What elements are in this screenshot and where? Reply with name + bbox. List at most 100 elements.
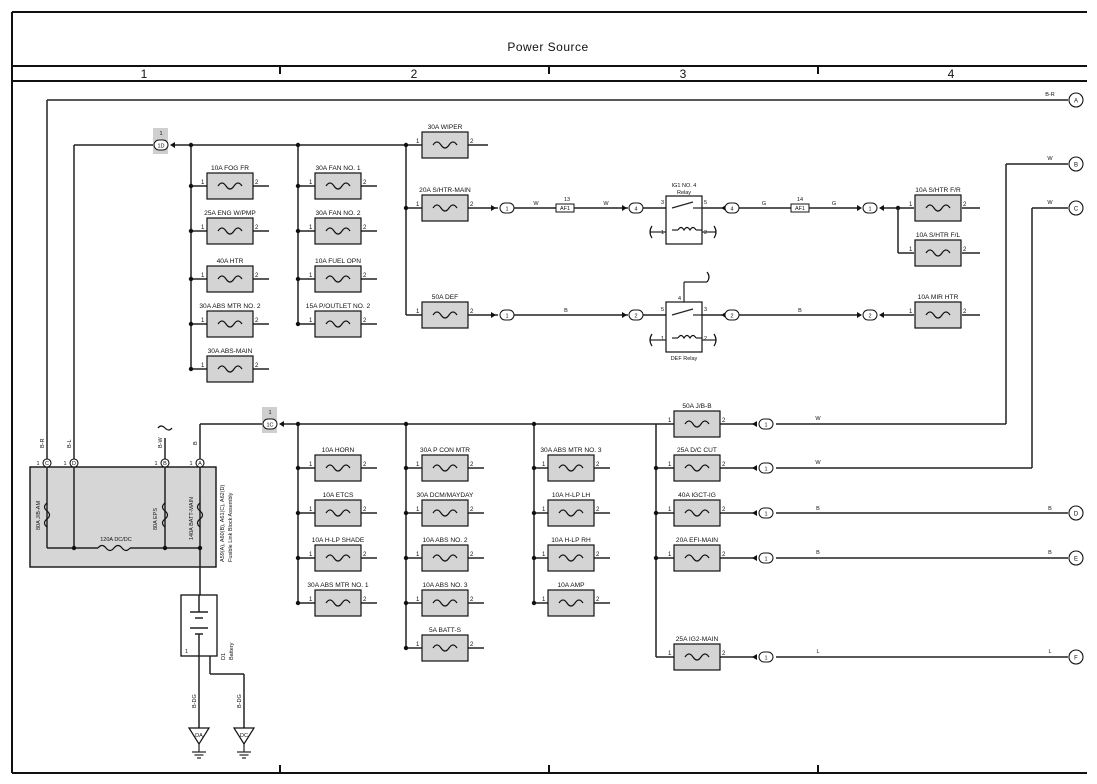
assembly-label-line2: Fusible Link Block Assembly [228, 492, 234, 562]
fuse-icon [558, 554, 584, 562]
shtr-circuit: 1 W AF1 13 W 4 3 5 1 2 IG1 NO. 4 Relay 4… [491, 183, 980, 254]
svg-text:2: 2 [704, 230, 707, 236]
fuse-icon [432, 464, 458, 472]
fuse-icon [684, 464, 710, 472]
svg-text:1: 1 [661, 336, 664, 342]
wire-color-w-dccut: W [815, 460, 821, 466]
fuse-label: 30A P CON MTR [420, 447, 470, 454]
fusible-link-wiring [46, 99, 1068, 595]
svg-text:2: 2 [470, 202, 474, 208]
fuse-label: 50A DEF [432, 294, 458, 301]
svg-text:1: 1 [542, 462, 546, 468]
svg-text:1: 1 [268, 410, 271, 416]
svg-text:2: 2 [255, 180, 259, 186]
fuse-fog-fr: 1 2 10A FOG FR [188, 165, 269, 200]
svg-text:1: 1 [909, 247, 913, 253]
fuse-icon [325, 275, 351, 283]
svg-text:B: B [798, 308, 802, 314]
svg-text:2: 2 [868, 314, 871, 320]
svg-text:1: 1 [764, 557, 767, 563]
svg-text:G: G [762, 201, 766, 207]
svg-text:1: 1 [668, 462, 672, 468]
wire-color-br-top: B-R [1045, 92, 1055, 98]
svg-text:1: 1 [416, 139, 420, 145]
svg-text:2: 2 [722, 507, 726, 513]
svg-text:2: 2 [470, 139, 474, 145]
svg-text:2: 2 [255, 318, 259, 324]
svg-text:2: 2 [255, 363, 259, 369]
fuse-icon [558, 599, 584, 607]
fuse-label: 30A ABS MTR NO. 3 [540, 447, 602, 454]
svg-text:1: 1 [668, 552, 672, 558]
svg-text:2: 2 [470, 309, 474, 315]
svg-text:2: 2 [470, 552, 474, 558]
fuse-label: 40A IGCT-IG [678, 492, 716, 499]
svg-text:2: 2 [963, 309, 967, 315]
svg-text:2: 2 [704, 336, 707, 342]
svg-text:1: 1 [63, 461, 66, 467]
fuse-icon [684, 653, 710, 661]
svg-text:B: B [163, 461, 167, 467]
ground-dc-icon [232, 727, 256, 759]
svg-text:2: 2 [363, 318, 367, 324]
column-label-4: 4 [948, 67, 955, 81]
dcdc-label: 120A DC/DC [100, 537, 132, 543]
fuse-label: 10A HORN [322, 447, 355, 454]
fuse-label: 30A ABS MTR NO. 1 [307, 582, 369, 589]
svg-text:AF1: AF1 [560, 206, 570, 212]
fusible-link-block [29, 466, 217, 568]
open-wire-icon [157, 425, 173, 431]
svg-text:1: 1 [416, 462, 420, 468]
wire-color-l-ig2-right: L [1048, 649, 1051, 655]
fuse-label: 10A AMP [557, 582, 585, 589]
fuse-label: 10A FOG FR [211, 165, 249, 172]
connector-1c [262, 418, 278, 430]
svg-text:1: 1 [309, 462, 313, 468]
svg-text:2: 2 [363, 273, 367, 279]
ground-da-label: DA [195, 733, 203, 739]
svg-text:1: 1 [416, 507, 420, 513]
wire-color-w-jbb: W [815, 416, 821, 422]
terminal-e: E [1074, 557, 1078, 563]
svg-text:5: 5 [661, 307, 664, 313]
svg-text:1: 1 [668, 651, 672, 657]
svg-text:1: 1 [201, 180, 205, 186]
svg-text:2: 2 [634, 314, 637, 320]
fuse-label: 40A HTR [217, 258, 244, 265]
svg-text:A: A [198, 461, 202, 467]
fuse-icon [684, 420, 710, 428]
svg-text:1: 1 [542, 552, 546, 558]
fuse-label: 10A ABS NO. 3 [422, 582, 467, 589]
fuse-label: 10A ETCS [323, 492, 354, 499]
upper-bus-wiring [175, 144, 498, 369]
def-circuit: 1 B 2 5 3 4 1 2 DEF Relay 2 B 2 [491, 271, 980, 362]
svg-text:1D: 1D [157, 144, 164, 150]
svg-text:1: 1 [764, 423, 767, 429]
svg-text:2: 2 [470, 507, 474, 513]
fuse-label: 5A BATT-S [429, 627, 462, 634]
wire-color-bdg-da: B-DG [192, 694, 198, 708]
terminal-c: C [1074, 207, 1079, 213]
fuse-icon [217, 275, 243, 283]
svg-text:1: 1 [309, 318, 313, 324]
batt-main-label: 140A BATT-MAIN [189, 497, 195, 540]
fuse-label: 10A S/HTR F/L [916, 232, 961, 239]
svg-text:1: 1 [416, 309, 420, 315]
svg-text:2: 2 [363, 462, 367, 468]
ig1-no4-relay-label: IG1 NO. 4 [672, 183, 697, 189]
fuse-label: 30A WIPER [428, 124, 463, 131]
svg-text:1: 1 [201, 363, 205, 369]
battery-code: D1 [221, 653, 227, 660]
wire-color-bl-left: B-L [67, 439, 73, 448]
wire-color-b-efi-right: B [1048, 550, 1052, 556]
